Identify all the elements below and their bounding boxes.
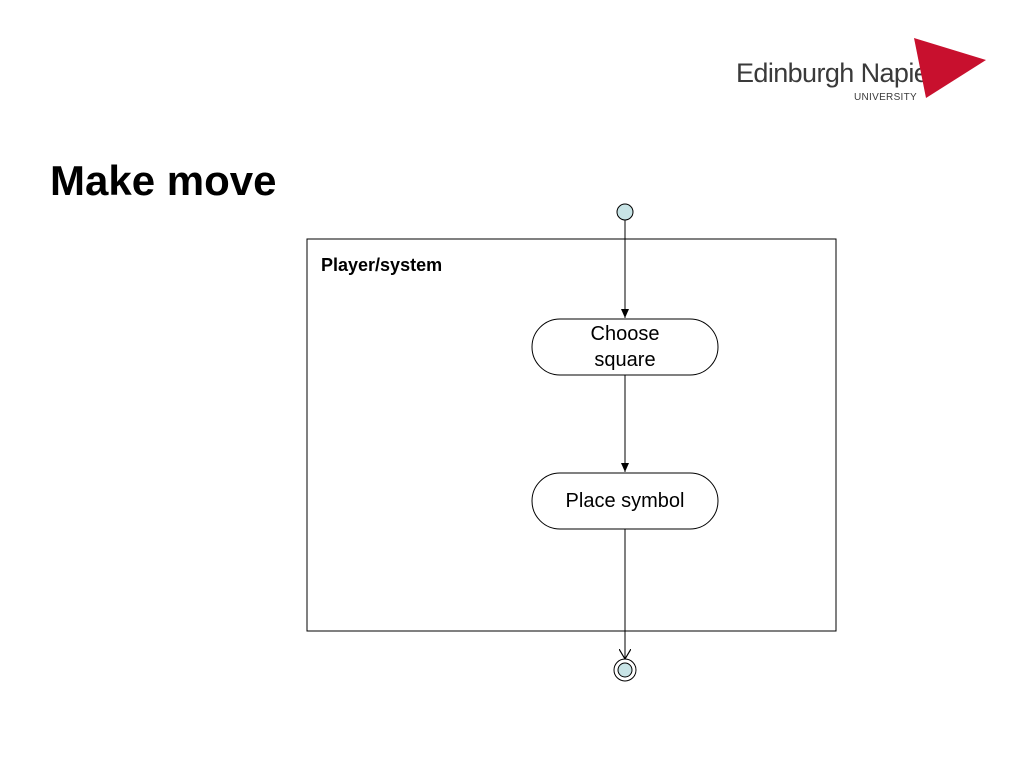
place-symbol-label: Place symbol — [565, 490, 685, 512]
choose-square-label: Choose square — [590, 323, 660, 371]
logo-triangle-icon — [914, 38, 986, 98]
logo-name: Edinburgh Napier — [736, 58, 937, 88]
slide-title: Make move — [50, 157, 277, 204]
university-logo: Edinburgh Napier UNIVERSITY — [736, 38, 988, 108]
logo-subtitle: UNIVERSITY — [854, 92, 918, 103]
initial-node — [616, 203, 634, 221]
partition-frame — [306, 238, 837, 632]
final-node — [613, 658, 637, 682]
partition-label: Player/system — [321, 255, 443, 275]
